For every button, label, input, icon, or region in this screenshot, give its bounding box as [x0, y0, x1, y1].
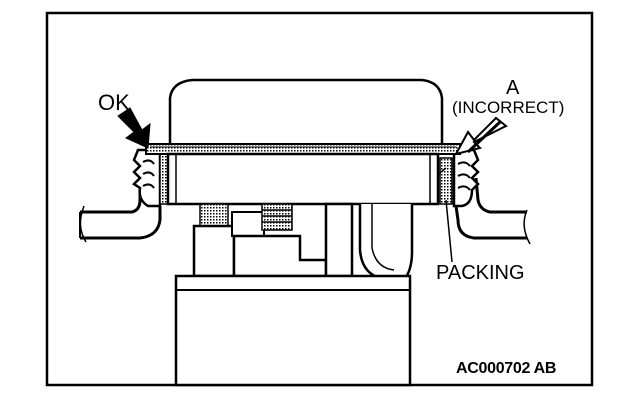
packing-leader-line: [445, 199, 453, 263]
incorrect-arrow: [454, 116, 508, 156]
housing: [166, 152, 440, 206]
internal-components: [192, 202, 414, 282]
packing-label: PACKING: [436, 262, 525, 284]
lower-body: [174, 274, 412, 387]
left-packing: [132, 148, 170, 208]
figure-code: AC000702 AB: [456, 360, 557, 377]
ok-arrow: [117, 107, 151, 149]
callout-a-label: A: [506, 77, 520, 99]
left-panel: [79, 178, 162, 243]
right-packing: [435, 148, 480, 208]
cover: [145, 78, 461, 155]
incorrect-label: (INCORRECT): [452, 98, 565, 117]
right-panel: [454, 177, 531, 245]
ok-label: OK: [98, 90, 130, 115]
